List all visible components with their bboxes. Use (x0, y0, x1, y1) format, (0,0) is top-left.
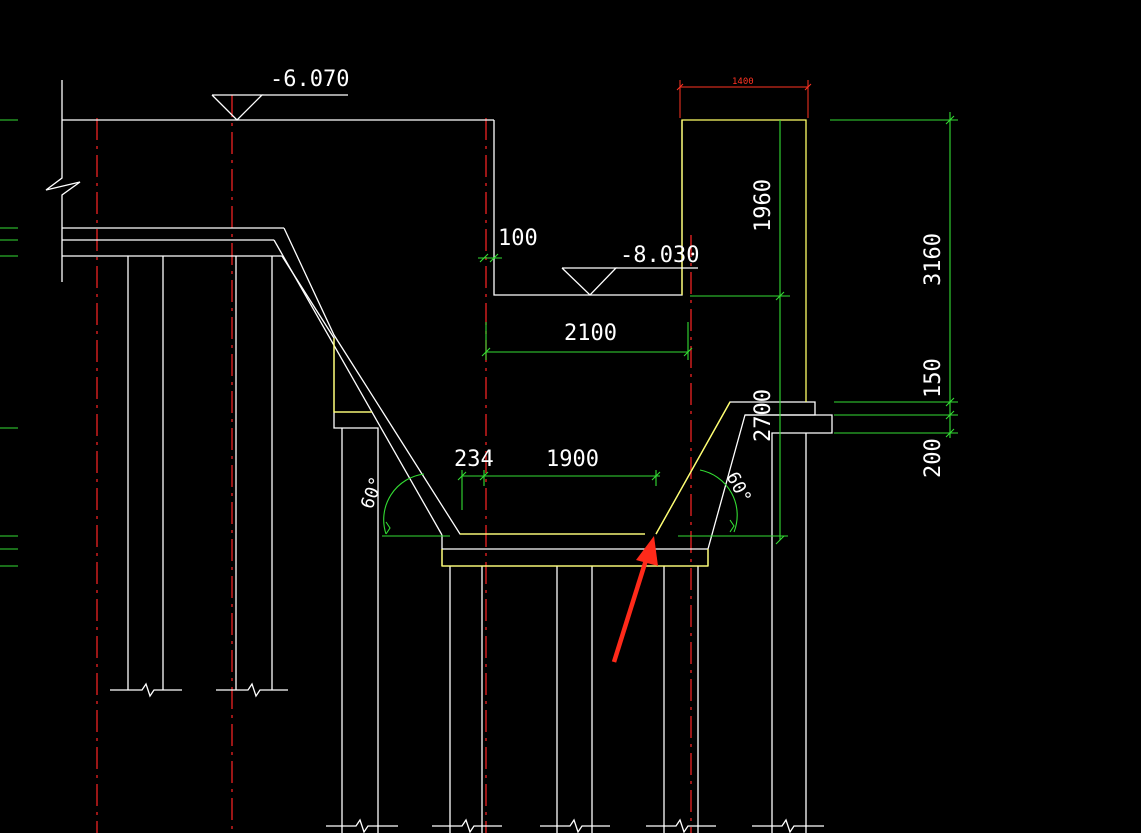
pile-break-5 (540, 818, 610, 833)
pile-break-2 (216, 682, 288, 698)
top-width-label: 1400 (732, 77, 754, 87)
dim-2100-tick-a (481, 347, 491, 357)
elevation-triangle-icon (211, 94, 698, 296)
pile-break-4 (432, 818, 502, 833)
dim-200-label: 200 (921, 438, 946, 478)
yellow-outlines (333, 119, 807, 567)
dim-234-label: 234 (454, 447, 494, 472)
right-wall-yellow (681, 119, 807, 402)
dim-1900-tick-c (651, 471, 661, 481)
top-dim-tick-a (676, 83, 684, 91)
structure-lines (45, 80, 833, 833)
dim-2100-label: 2100 (564, 321, 617, 346)
dim-1960-label: 1960 (751, 179, 776, 232)
dim-150-label: 150 (921, 358, 946, 398)
left-wall-break-line (45, 80, 81, 282)
pile-break-3 (326, 818, 398, 833)
dim-1900-tick-b (479, 471, 489, 481)
elev-pit-triangle (561, 267, 618, 296)
left-cushion-yellow (333, 338, 372, 413)
pile-break-1 (110, 682, 182, 698)
slope-inner-left (273, 239, 443, 536)
right-slope-yellow (655, 401, 731, 535)
top-dim-tick-b (804, 83, 812, 91)
slope-outer-right (655, 401, 816, 535)
elevation-pit-label: -8.030 (620, 243, 699, 268)
pit-wall-left (493, 120, 683, 296)
dim-150-tick (945, 410, 955, 420)
dim-100-label: 100 (498, 226, 538, 251)
red-arrow-icon (611, 536, 658, 663)
centerlines (96, 95, 692, 833)
dim-3160-tick-a (945, 115, 955, 125)
slope-outer-left (283, 227, 645, 535)
dim-1900-label: 1900 (546, 447, 599, 472)
angle-right-arc (699, 469, 738, 533)
elev-top-triangle (211, 94, 264, 121)
pile-break-7 (752, 818, 824, 833)
angle-left-arc (383, 473, 425, 535)
angle-right-marker (729, 519, 735, 533)
dim-1900-tick-a (457, 471, 467, 481)
slope-cushion-left (281, 255, 379, 833)
dim-2700-tick (775, 535, 785, 545)
labels: -6.070 -8.030 100 2100 234 1900 1960 316… (270, 67, 946, 512)
angle-left-marker (385, 521, 391, 535)
pile-break-6 (646, 818, 716, 833)
top-dimension (676, 80, 812, 118)
angle-left-label: 60° (357, 474, 388, 512)
elevation-top-label: -6.070 (270, 67, 349, 92)
angle-right-label: 60° (722, 468, 756, 507)
arrow-shaft (611, 559, 649, 663)
bottom-slab-yellow (441, 549, 709, 567)
angle-markers (385, 519, 735, 535)
arrow-head (636, 536, 658, 566)
dim-3160-tick-b (945, 397, 955, 407)
dim-100-tick-a (479, 253, 489, 263)
dim-2100-tick-b (683, 347, 693, 357)
dim-200-tick (945, 428, 955, 438)
dim-3160-label: 3160 (921, 233, 946, 286)
dim-2700-label: 2700 (751, 389, 776, 442)
dimension-lines (0, 112, 958, 567)
dim-100-tick-b (489, 253, 499, 263)
